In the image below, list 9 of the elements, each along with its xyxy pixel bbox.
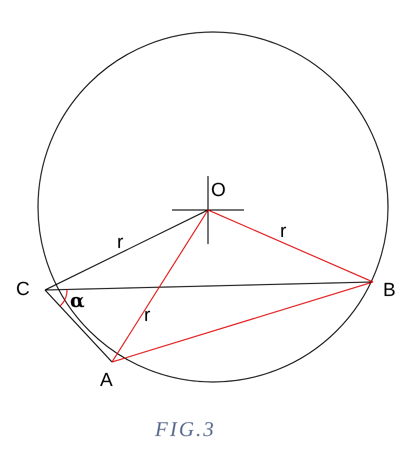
figure-caption: FIG.3 [155, 419, 216, 440]
point-label: B [383, 281, 396, 300]
point-label: C [16, 280, 30, 299]
point-label: A [100, 371, 113, 390]
length-label: r [117, 233, 124, 252]
point-label: O [211, 181, 226, 200]
length-label: r [280, 222, 286, 241]
angle-label: α [70, 292, 85, 311]
length-label: r [144, 306, 150, 325]
